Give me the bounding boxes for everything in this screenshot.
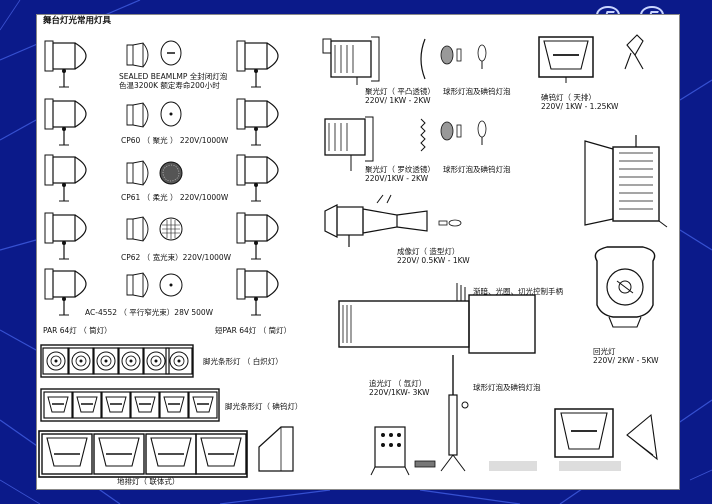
profile-spot-icon xyxy=(324,194,462,247)
label-ground-row: 地排灯（ 联体式） xyxy=(117,477,180,486)
label-dimmer-handle: 渐暗、光圈、切光控制手柄 xyxy=(473,287,563,296)
follow-spot-icon xyxy=(338,283,536,472)
label-focus-fresnel: 聚光灯（ 罗纹透镜） 220V/1KW - 2KW xyxy=(365,165,435,183)
ground-row-icon xyxy=(38,426,294,478)
label-cp62: CP62 （ 宽光束）220V/1000W xyxy=(121,253,232,262)
label-flood: 碘钨灯（ 天排） 220V/ 1KW - 1.25KW xyxy=(541,93,619,111)
par-can-icon xyxy=(44,40,87,316)
dimmer-box-icon xyxy=(370,426,436,476)
sealed-beam-lamp-icon xyxy=(126,40,183,298)
label-cyc-light: 回光灯 220V/ 2KW - 5KW xyxy=(593,347,659,365)
fixtures-drawing xyxy=(38,34,668,478)
cyc-light-icon xyxy=(594,246,656,328)
blurred-labels xyxy=(489,461,621,471)
label-bulb-type-2: 球形灯泡及碘钨灯泡 xyxy=(443,165,511,174)
label-foot-strip-halogen: 脚光条形灯（ 碘钨灯） xyxy=(225,402,303,411)
label-short-par64: 短PAR 64灯 （ 筒灯） xyxy=(215,326,292,335)
label-par64: PAR 64灯 （ 筒灯） xyxy=(43,326,112,335)
label-cp61: CP61 （ 柔光 ） 220V/1000W xyxy=(121,193,229,202)
flood-light-icon xyxy=(554,408,658,461)
label-bulb-type-1: 球形灯泡及碘钨灯泡 xyxy=(443,87,511,96)
page-title: 舞台灯光常用灯具 xyxy=(43,16,112,26)
label-follow-spot: 追光灯 （ 氙灯） 220V/1KW- 3KW xyxy=(369,379,430,397)
flood-light-icon xyxy=(538,34,644,83)
fixtures-sheet: 舞台灯光常用灯具 SEALED BEAMLMP 全封闭灯泡 色温3200K 额定… xyxy=(36,14,680,490)
label-ac4552: AC-4552 （ 平行窄光束）28V 500W xyxy=(85,308,214,317)
short-par-can-icon xyxy=(236,40,279,316)
label-focus-plano: 聚光灯（ 平凸透镜） 220V/ 1KW - 2KW xyxy=(365,87,435,105)
large-spotlight-icon xyxy=(584,135,668,228)
fresnel-spotlight-icon xyxy=(322,36,487,85)
label-profile: 成像灯（ 造型灯） 220V/ 0.5KW - 1KW xyxy=(397,247,470,265)
label-sealed-beam: SEALED BEAMLMP 全封闭灯泡 色温3200K 额定寿命200小时 xyxy=(119,72,228,90)
halogen-strip-icon xyxy=(40,388,220,422)
label-foot-strip: 脚光条形灯 （ 白炽灯） xyxy=(203,357,283,366)
strip-light-icon xyxy=(40,344,194,378)
label-bulb-type-3: 球形灯泡及碘钨灯泡 xyxy=(473,383,541,392)
fresnel-spotlight-icon xyxy=(324,116,487,171)
label-cp60: CP60 （ 聚光 ） 220V/1000W xyxy=(121,136,229,145)
